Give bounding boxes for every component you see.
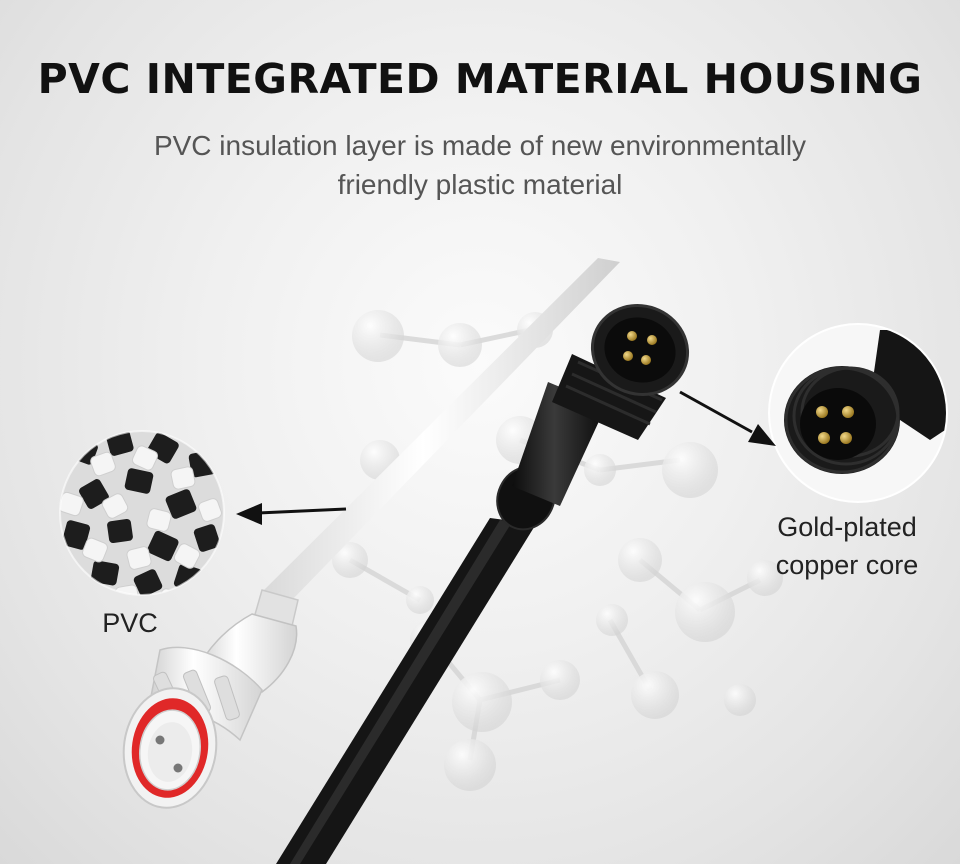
gold-pin [840,432,852,444]
subtitle: PVC insulation layer is made of new envi… [153,130,807,200]
socket-hole [173,763,183,773]
socket-hole [155,735,165,745]
pvc-pellets-magnifier [59,430,225,596]
gold-pin [647,335,657,345]
gold-pin [627,331,637,341]
core-caption: Gold-plated copper core [775,512,919,580]
black-gold-pin-connector [276,304,690,864]
gold-pin [623,351,633,361]
gold-pin [818,432,830,444]
pvc-caption: PVC [102,608,158,638]
gold-pin [816,406,828,418]
gold-pin [842,406,854,418]
core-pointer-arrow [679,390,776,446]
pvc-pointer-arrow [236,503,347,525]
gold-pin [641,355,651,365]
copper-core-magnifier [768,323,948,503]
white-pvc-connector [122,258,620,809]
headline: PVC INTEGRATED MATERIAL HOUSING [37,55,923,103]
